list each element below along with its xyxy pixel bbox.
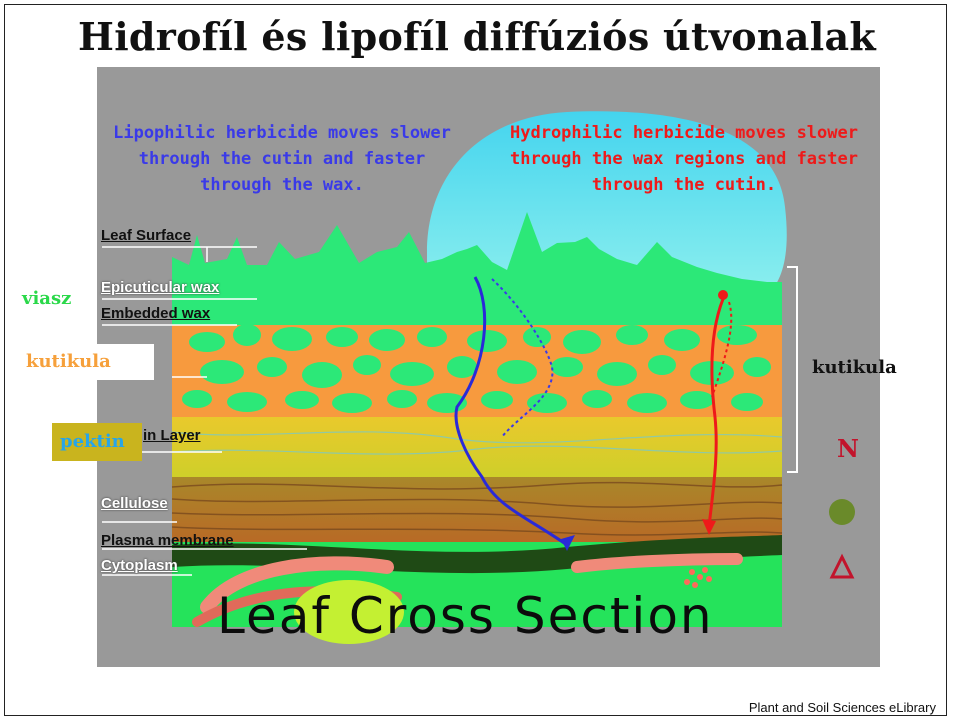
annotation-pektin: pektin (52, 423, 142, 461)
slide-title: Hidrofíl és lipofíl diffúziós útvonalak (77, 14, 876, 59)
lipophilic-line-2: through the cutin and faster (138, 149, 426, 169)
annotation-kutikula-right: kutikula (812, 357, 897, 378)
hydrophilic-line-2: through the wax regions and faster (510, 149, 858, 169)
label-cellulose: Cellulose (101, 495, 168, 512)
figure-caption: Leaf Cross Section (217, 587, 714, 645)
hydrophilic-arrowhead (702, 519, 716, 535)
leaf-cross-section-figure: N Lipophilic herbicide moves slower thro… (97, 67, 880, 667)
annotation-kutikula-left: kutikula (20, 344, 154, 380)
label-plasma-membrane: Plasma membrane (101, 532, 234, 549)
lipophilic-line-3: through the wax. (200, 175, 364, 195)
embedded-wax-blobs (182, 324, 771, 413)
university-logos: N (829, 434, 859, 579)
label-pectin-layer: in Layer (143, 427, 201, 444)
diagram-illustration: N (102, 111, 859, 644)
label-embedded-wax: Embedded wax (101, 305, 211, 322)
cuticle-bracket (787, 266, 798, 473)
lipophilic-description: Lipophilic herbicide moves slower throug… (97, 120, 467, 198)
annotation-viasz: viasz (22, 288, 72, 309)
label-cytoplasm: Cytoplasm (101, 557, 178, 574)
svg-text:N: N (837, 434, 859, 463)
label-epicuticular-wax: Epicuticular wax (101, 279, 220, 296)
cellulose-fibers (171, 481, 783, 536)
hydrophilic-line-3: through the cutin. (591, 175, 777, 195)
lipophilic-path-dotted (491, 278, 554, 438)
hydrophilic-drop (718, 290, 728, 300)
epicuticular-wax (172, 212, 782, 325)
lipophilic-line-1: Lipophilic herbicide moves slower (113, 123, 451, 143)
lipophilic-arrowhead (561, 535, 575, 551)
hydrophilic-description: Hydrophilic herbicide moves slower throu… (489, 120, 879, 198)
hydrophilic-path-dotted (711, 301, 733, 398)
lipophilic-path (454, 276, 568, 547)
hydrophilic-line-1: Hydrophilic herbicide moves slower (510, 123, 858, 143)
slide-frame (4, 4, 947, 716)
label-leaf-surface: Leaf Surface (101, 227, 192, 244)
source-credit: Plant and Soil Sciences eLibrary (748, 700, 936, 715)
cellulose-layer (172, 472, 782, 542)
pectin-layer (172, 417, 782, 477)
organelle-left (200, 556, 394, 614)
herbicide-particles (684, 567, 712, 588)
hydrophilic-path (707, 298, 725, 528)
organelle-right (571, 553, 743, 573)
pectin-fibers (171, 431, 783, 455)
nucleus (294, 580, 404, 644)
